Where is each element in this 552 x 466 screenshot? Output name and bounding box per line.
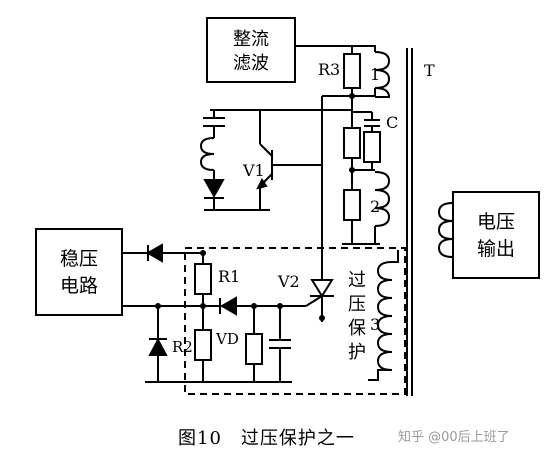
gate-resistor	[245, 306, 263, 382]
regulator-feed-diode	[122, 243, 203, 263]
figure-caption: 图10 过压保护之一 知乎 @00后上班了	[0, 424, 552, 454]
winding-2-label: 2	[370, 197, 380, 216]
r1-label: R1	[218, 267, 240, 286]
svg-text:输出: 输出	[477, 238, 515, 260]
watermark: 知乎 @00后上班了	[398, 430, 510, 445]
protection-label: 过 压 保 护	[348, 270, 366, 363]
svg-text:电路: 电路	[60, 275, 98, 297]
svg-text:滤波: 滤波	[233, 53, 269, 74]
r2-label: R2	[172, 338, 193, 356]
protection-char: 压	[348, 294, 366, 315]
v1-diode	[203, 179, 225, 210]
winding-1-label: 1	[370, 65, 380, 84]
v2-label: V2	[277, 272, 300, 291]
feedback-winding	[199, 137, 215, 180]
svg-text:电压: 电压	[477, 211, 515, 233]
capacitor-c-and-resistors	[343, 96, 381, 171]
transistor-v1	[256, 140, 322, 210]
thyristor-v2	[305, 279, 334, 318]
winding-3-label: 3	[370, 315, 380, 334]
protection-char: 护	[348, 342, 366, 363]
resistor-r3	[343, 53, 361, 96]
diode-vd	[203, 296, 306, 316]
resistor-r1	[194, 253, 212, 306]
gate-capacitor	[269, 306, 291, 382]
svg-text:整流: 整流	[233, 29, 269, 50]
rectifier-wiring	[295, 45, 376, 54]
transformer-label: T	[424, 61, 435, 80]
voltage-regulator-block: 稳压 电路	[35, 228, 123, 316]
v1-label: V1	[242, 161, 265, 180]
lower-resistor	[343, 170, 361, 244]
v1-collector-wiring	[210, 109, 352, 140]
overvoltage-protection-box	[184, 247, 406, 395]
transformer-winding-3	[368, 250, 399, 381]
svg-text:稳压: 稳压	[60, 248, 98, 270]
rectifier-filter-block: 整流 滤波	[206, 17, 296, 83]
protection-char: 保	[348, 318, 366, 339]
transformer-winding-1	[374, 51, 391, 99]
resistor-lower-r1	[194, 306, 212, 382]
transformer-winding-2	[374, 171, 391, 244]
v1-capacitor	[203, 110, 225, 138]
protection-char: 过	[348, 270, 366, 291]
voltage-output-block: 电压 输出	[452, 191, 540, 279]
figure-title: 图10 过压保护之一	[178, 428, 355, 449]
zener-r2	[148, 306, 168, 382]
vd-label: VD	[215, 330, 239, 348]
output-winding	[437, 202, 454, 258]
r3-label: R3	[318, 60, 340, 79]
c-label: C	[386, 113, 398, 132]
transformer-core	[406, 48, 413, 396]
